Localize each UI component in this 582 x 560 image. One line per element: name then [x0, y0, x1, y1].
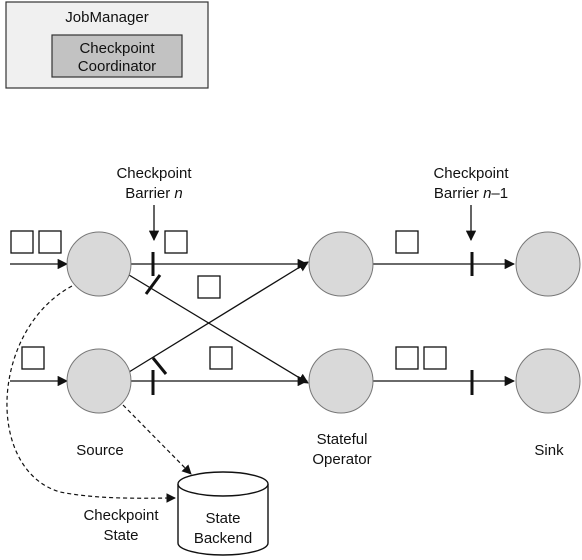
barrier-mark [144, 274, 162, 295]
barrier-marks [144, 252, 474, 395]
barrier-n1-label-line1: Checkpoint [433, 165, 509, 182]
records [10, 230, 447, 370]
operator-label-line1: Stateful [317, 431, 368, 448]
barrier-n-label-line1: Checkpoint [116, 165, 192, 182]
edge-source-bottom-to-operator-top [128, 261, 309, 373]
coordinator-label-line2: Coordinator [78, 58, 156, 75]
checkpoint-state-edge-bottom [122, 404, 192, 475]
checkpoint-state-label-line1: Checkpoint [83, 507, 159, 524]
barrier-n1-label-line2: Barrier n–1 [434, 185, 508, 202]
record-square [10, 230, 34, 254]
checkpoint-state-label-line2: State [103, 527, 138, 544]
barrier-n-label-line2: Barrier n [125, 185, 183, 202]
source-node-top [66, 231, 132, 297]
record-square [423, 346, 447, 370]
source-label: Source [76, 442, 124, 459]
source-node-bottom [66, 348, 132, 414]
record-square [38, 230, 62, 254]
jobmanager-title: JobManager [65, 9, 148, 26]
checkpoint-coordinator-box [51, 34, 183, 78]
operator-node-bottom [308, 348, 374, 414]
state-backend-label-line1: State [205, 510, 240, 527]
sink-label: Sink [534, 442, 564, 459]
sink-node-top [515, 231, 581, 297]
operator-node-top [308, 231, 374, 297]
state-backend-cylinder [177, 471, 269, 556]
operator-label-line2: Operator [312, 451, 371, 468]
jobmanager-box: JobManager Checkpoint Coordinator [5, 1, 209, 89]
record-square [21, 346, 45, 370]
sink-node-bottom [515, 348, 581, 414]
edge-source-top-to-operator-bottom [128, 274, 309, 384]
record-square [164, 230, 188, 254]
barrier-mark [151, 357, 168, 375]
state-backend-label-line2: Backend [194, 530, 252, 547]
record-square [395, 346, 419, 370]
coordinator-label-line1: Checkpoint [79, 40, 155, 57]
checkpoint-state-edge-top [6, 285, 176, 503]
record-square [197, 275, 221, 299]
record-square [209, 346, 233, 370]
record-square [395, 230, 419, 254]
